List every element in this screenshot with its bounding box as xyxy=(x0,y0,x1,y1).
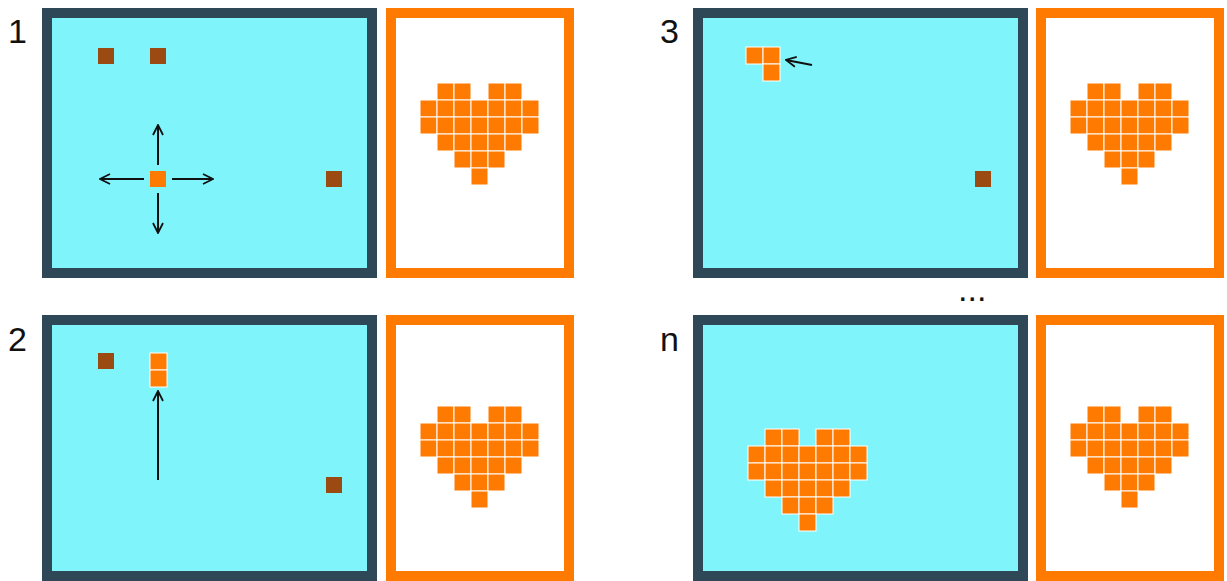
ellipsis: ... xyxy=(958,272,986,306)
brown-block xyxy=(150,48,166,64)
game-board xyxy=(698,13,1023,273)
game-board xyxy=(47,320,372,576)
heart-target xyxy=(1070,83,1189,185)
move-arrow xyxy=(157,391,159,480)
panel-number: n xyxy=(660,322,679,356)
target-card xyxy=(1041,13,1219,273)
game-board xyxy=(47,13,372,273)
target-card xyxy=(391,320,569,576)
target-card xyxy=(1041,320,1219,576)
brown-block xyxy=(326,477,342,493)
heart-target xyxy=(420,406,539,508)
game-board xyxy=(698,320,1023,576)
brown-block xyxy=(98,353,114,369)
heart-target xyxy=(420,83,539,185)
orange-shape xyxy=(746,47,780,81)
brown-block xyxy=(98,48,114,64)
move-arrow xyxy=(786,60,812,65)
panel-number: 3 xyxy=(660,14,679,48)
brown-block xyxy=(326,171,342,187)
heart-target xyxy=(1070,406,1189,508)
panel-number: 2 xyxy=(8,322,27,356)
panel-number: 1 xyxy=(8,14,27,48)
orange-shape xyxy=(150,353,167,387)
move-arrows xyxy=(100,125,213,233)
target-card xyxy=(391,13,569,273)
heart-built xyxy=(748,429,867,531)
orange-block xyxy=(150,171,166,187)
brown-block xyxy=(975,171,991,187)
